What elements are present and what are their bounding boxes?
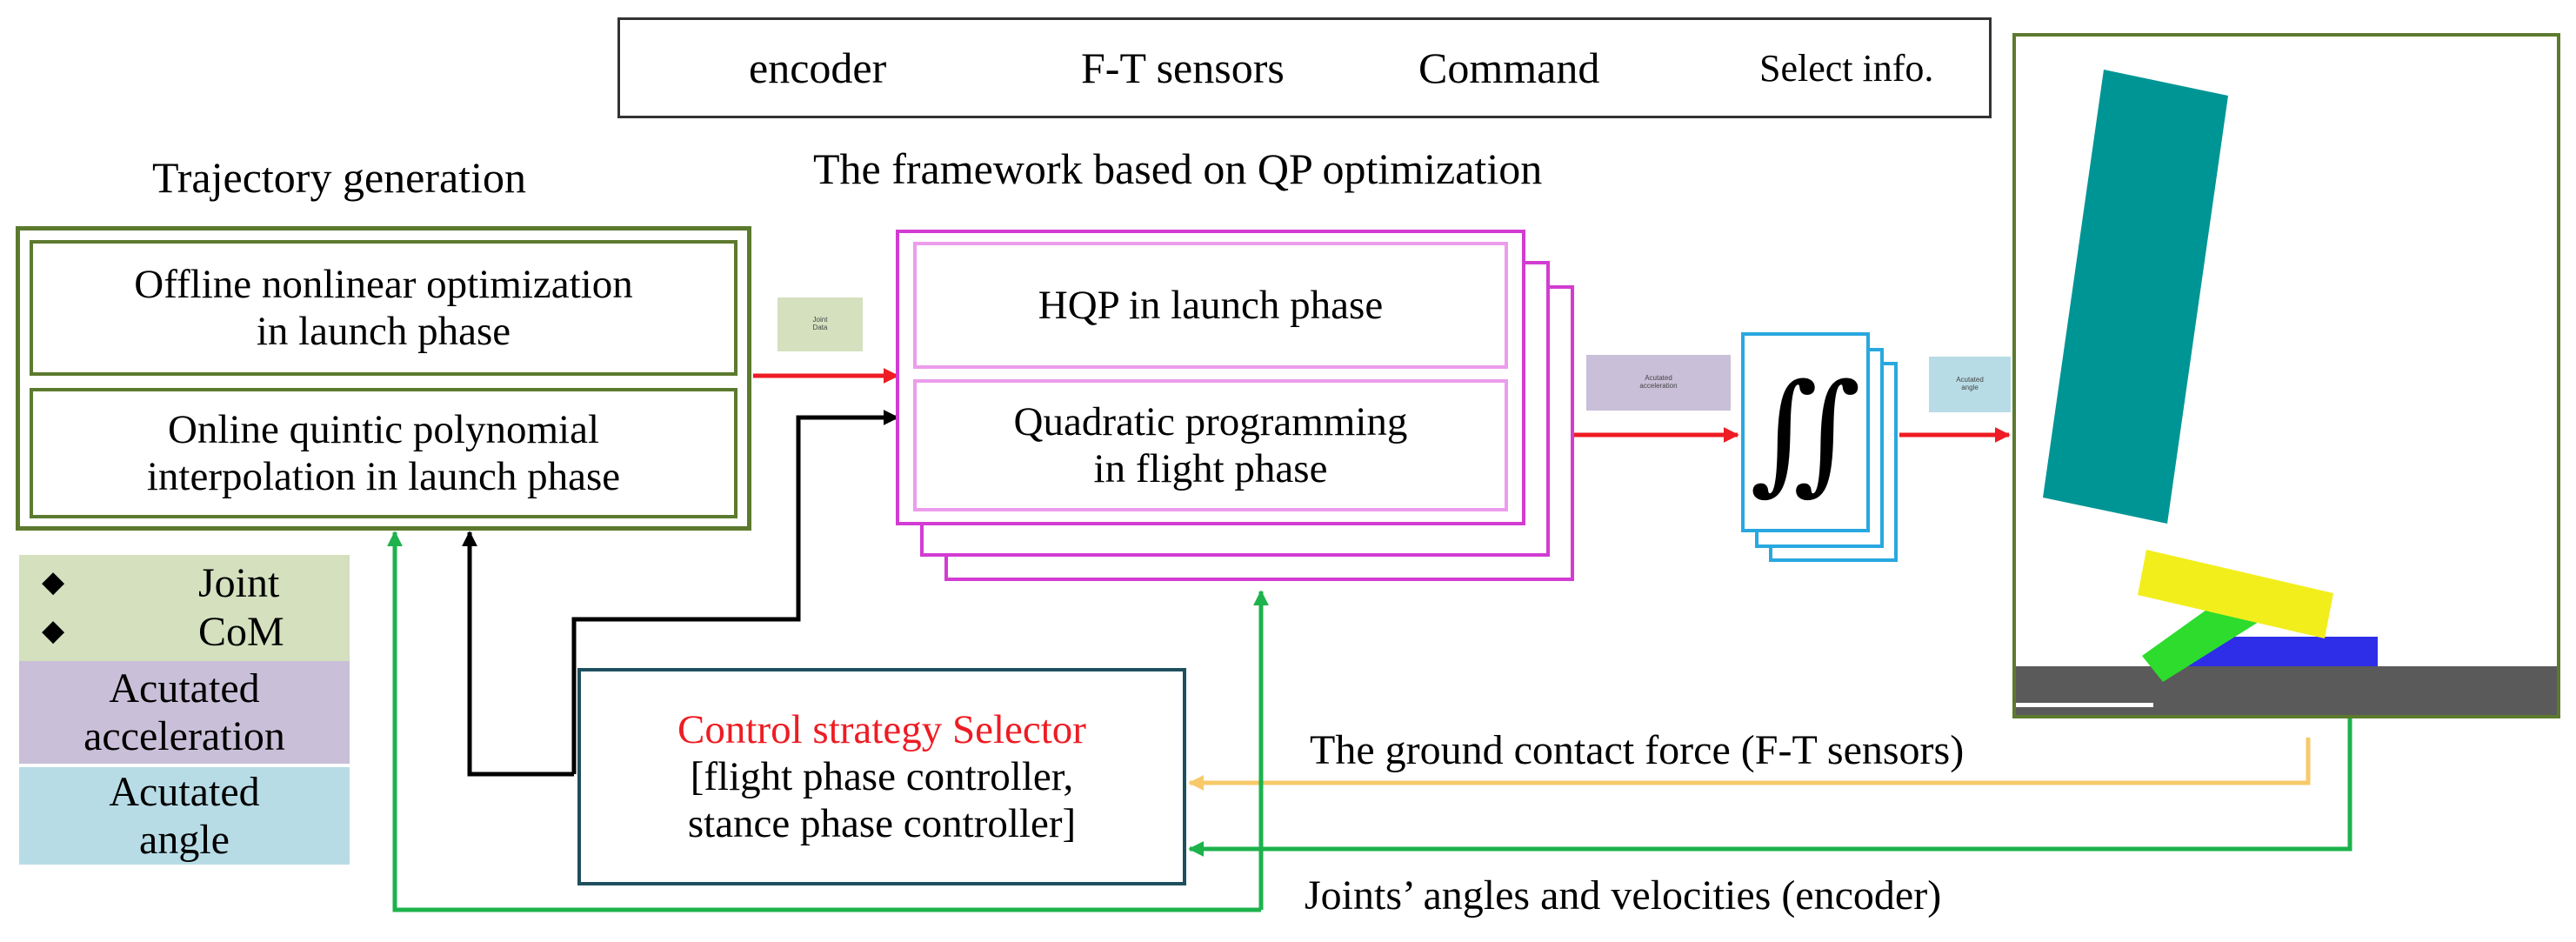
left-legend-acceleration-line-2: acceleration (83, 713, 285, 759)
robot-drawing (2016, 70, 2557, 715)
legend-encoder-label: encoder (749, 43, 887, 92)
ground-force-label: The ground contact force (F-T sensors) (1310, 727, 1965, 773)
legend: encoder F-T sensors Command Select info. (617, 17, 1992, 118)
select-to-trajectory (462, 531, 574, 777)
left-legend-joint-row: ◆ Joint (19, 559, 350, 608)
ground-scale-bar (2016, 703, 2153, 707)
left-legend-angle: Acutated angle (19, 767, 350, 865)
select-to-qp (571, 410, 899, 774)
flight-qp-box: Quadratic programming in flight phase (913, 379, 1508, 511)
joint-data-tag-line-1: Joint (812, 316, 828, 324)
acceleration-tag-line-2: acceleration (1639, 382, 1678, 390)
legend-select-label: Select info. (1759, 46, 1934, 90)
thigh-segment (2138, 550, 2333, 638)
torso-segment (2043, 70, 2228, 524)
diamond-bullet-icon: ◆ (42, 566, 65, 598)
selector-line-1: [flight phase controller, (690, 754, 1074, 799)
legend-command-label: Command (1418, 43, 1600, 92)
left-legend-angle-line-2: angle (139, 817, 230, 863)
ft-to-selector (1188, 738, 2311, 791)
flight-line-2: in flight phase (1093, 446, 1328, 491)
control-strategy-selector: Control strategy Selector [flight phase … (577, 668, 1186, 885)
left-legend-acceleration-line-1: Acutated (109, 665, 260, 712)
left-legend-angle-line-1: Acutated (109, 769, 260, 815)
integrator-box: ∬ (1741, 332, 1870, 532)
hqp-box: HQP in launch phase (913, 242, 1508, 369)
online-interpolation-box: Online quintic polynomial interpolation … (30, 388, 737, 518)
trajectory-group (16, 226, 751, 531)
angle-tag-line-1: Acutated (1956, 376, 1984, 384)
offline-line-1: Offline nonlinear optimization (134, 262, 633, 307)
offline-optimization-box: Offline nonlinear optimization in launch… (30, 240, 737, 376)
angle-tag-line-2: angle (1961, 384, 1979, 391)
acceleration-tag: Acutated acceleration (1586, 355, 1731, 411)
offline-line-2: in launch phase (256, 309, 511, 354)
hqp-label: HQP in launch phase (1038, 283, 1384, 328)
encoder-to-trajectory (387, 531, 1261, 912)
encoder-to-selector (1188, 718, 2352, 857)
trajectory-title: Trajectory generation (152, 153, 526, 202)
joints-feedback-label: Joints’ angles and velocities (encoder) (1305, 872, 1942, 919)
left-legend-com-row: ◆ CoM (19, 608, 350, 657)
online-line-2: interpolation in launch phase (146, 454, 621, 499)
angle-tag: Acutated angle (1929, 357, 2011, 412)
legend-ft-label: F-T sensors (1081, 43, 1285, 92)
double-integral-icon: ∬ (1750, 361, 1861, 505)
robot-simulation-panel (2012, 33, 2560, 718)
acceleration-tag-line-1: Acutated (1645, 374, 1672, 383)
qp-title: The framework based on QP optimization (813, 144, 1543, 193)
selector-line-2: stance phase controller] (687, 801, 1077, 846)
joint-data-tag-line-2: Data (812, 324, 828, 331)
selector-title: Control strategy Selector (677, 707, 1086, 752)
joint-data-tag: Joint Data (777, 297, 863, 351)
ground (2016, 666, 2557, 715)
online-line-1: Online quintic polynomial (167, 407, 600, 452)
left-legend-acceleration: Acutated acceleration (19, 661, 350, 764)
diamond-bullet-icon: ◆ (42, 615, 65, 647)
flight-line-1: Quadratic programming (1013, 399, 1408, 444)
left-legend-joint-label: Joint (198, 560, 280, 606)
left-legend-joint-com: ◆ Joint ◆ CoM (19, 555, 350, 661)
left-legend-com-label: CoM (198, 609, 284, 655)
